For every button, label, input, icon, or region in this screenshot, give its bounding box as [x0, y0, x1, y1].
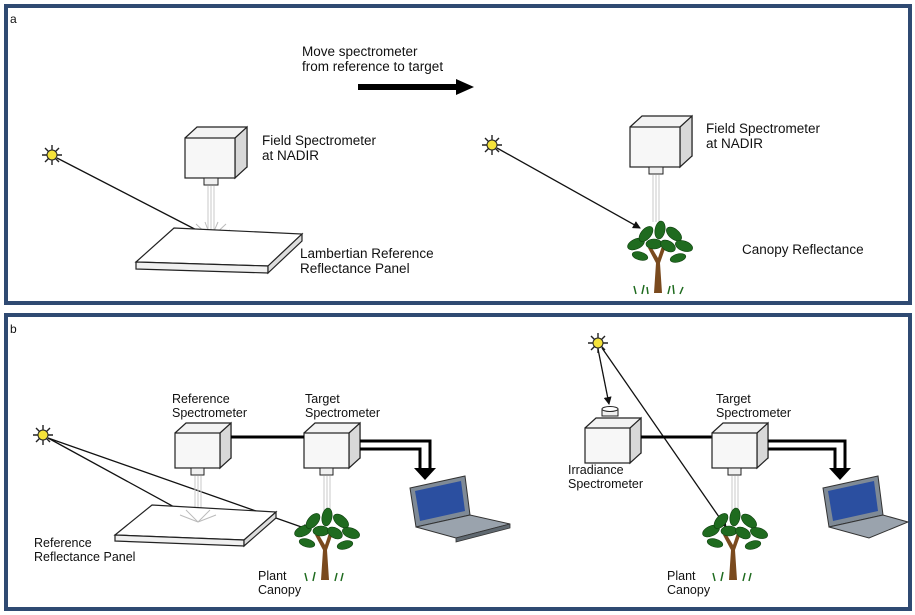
reference-panel-b-label-line1: Reference [34, 536, 92, 550]
left-spectrometer-label-line2: at NADIR [262, 148, 320, 163]
reference-panel-icon [113, 504, 278, 548]
right-spectrometer-label-line1: Field Spectrometer [706, 121, 821, 136]
reference-spectrometer-label-line1: Reference [172, 392, 230, 406]
irradiance-spectrometer-label-line1: Irradiance [568, 463, 624, 477]
canopy-reflectance-label: Canopy Reflectance [742, 242, 864, 257]
reference-panel-label-line1: Lambertian Reference [300, 246, 434, 261]
left-spectrometer-label-line1: Field Spectrometer [262, 133, 377, 148]
tree-icon [294, 507, 360, 582]
sun-icon [42, 145, 62, 165]
sunlight-ray [597, 348, 612, 405]
reference-spectrometer-label-line2: Spectrometer [172, 406, 248, 420]
tree-icon [702, 507, 768, 582]
spectrometer-icon [303, 421, 361, 476]
spectrometer-icon [184, 125, 248, 186]
laptop-icon [409, 475, 511, 543]
plant-canopy-left-label-line1: Plant [258, 569, 287, 583]
sun-icon [482, 135, 502, 155]
spectrometer-icon [174, 421, 232, 476]
reference-panel-icon [134, 227, 304, 275]
move-label-line1: Move spectrometer [302, 44, 418, 59]
move-label-line2: from reference to target [302, 59, 444, 74]
sun-icon [588, 333, 608, 353]
reference-panel-b-label-line2: Reflectance Panel [34, 550, 136, 564]
plant-canopy-right-label-line2: Canopy [667, 583, 711, 597]
target-spectrometer-right-label-line1: Target [716, 392, 751, 406]
irradiance-spectrometer-label-line2: Spectrometer [568, 477, 644, 491]
sun-icon [33, 425, 53, 445]
plant-canopy-left-label-line2: Canopy [258, 583, 302, 597]
irradiance-spectrometer-icon [584, 406, 642, 465]
sunlight-ray [496, 147, 641, 229]
panel-b-letter: b [10, 322, 17, 336]
spectrometer-icon [629, 114, 693, 175]
sunlight-ray [56, 157, 213, 239]
target-spectrometer-left-label-line2: Spectrometer [305, 406, 381, 420]
move-arrow-icon [358, 79, 474, 95]
right-spectrometer-label-line2: at NADIR [706, 136, 764, 151]
reference-panel-label-line2: Reflectance Panel [300, 261, 410, 276]
target-spectrometer-left-label-line1: Target [305, 392, 340, 406]
plant-canopy-right-label-line1: Plant [667, 569, 696, 583]
connection-cable [768, 439, 847, 470]
panel-a-letter: a [10, 12, 17, 26]
target-spectrometer-right-label-line2: Spectrometer [716, 406, 792, 420]
laptop-icon [822, 475, 910, 539]
spectrometer-icon [711, 421, 769, 476]
tree-icon [627, 220, 693, 295]
connection-cable [360, 439, 432, 470]
